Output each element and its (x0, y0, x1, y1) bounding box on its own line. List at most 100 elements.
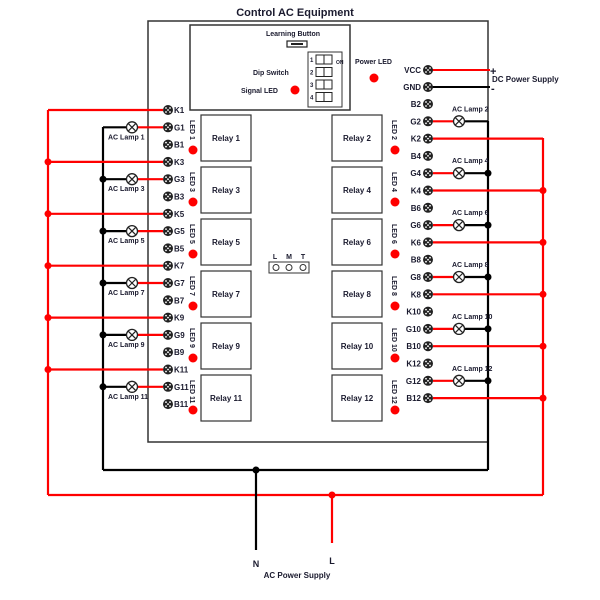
dip-on-label: ON (336, 60, 344, 66)
junction-dot (44, 158, 52, 166)
k7-terminal-icon[interactable] (163, 260, 173, 271)
relay-label: Relay 8 (343, 290, 372, 299)
lamp-label: AC Lamp 11 (108, 394, 148, 401)
led-label: LED 11 (188, 380, 195, 403)
ac-lamp-icon (452, 115, 466, 128)
g12-terminal-icon[interactable] (423, 375, 433, 386)
led-label: LED 4 (390, 172, 397, 192)
relay-led (390, 197, 400, 207)
junction-dot (252, 466, 260, 474)
k6-terminal-icon[interactable] (423, 237, 433, 248)
lmt-jumper[interactable] (268, 261, 310, 274)
learning-button-label: Learning Button (266, 31, 320, 38)
b1-terminal-icon[interactable] (163, 139, 173, 150)
dc-minus: - (491, 83, 495, 95)
g4-terminal-icon[interactable] (423, 168, 433, 179)
lmt-m-label: M (286, 254, 292, 261)
b11-terminal-icon[interactable] (163, 399, 173, 410)
terminal-label-g1: G1 (174, 123, 185, 132)
dip-number: 3 (310, 83, 314, 89)
junction-dot (44, 210, 52, 218)
relay-label: Relay 12 (341, 394, 374, 403)
b5-terminal-icon[interactable] (163, 243, 173, 254)
relay-led (188, 145, 198, 155)
k2-terminal-icon[interactable] (423, 133, 433, 144)
b7-terminal-icon[interactable] (163, 295, 173, 306)
ac-lamp-icon (125, 173, 139, 186)
power-led (369, 73, 379, 83)
ac-lamp-icon (452, 218, 466, 232)
junction-dot (99, 175, 107, 183)
b10-terminal-icon[interactable] (423, 341, 433, 352)
led-label: LED 6 (390, 224, 397, 244)
junction-dot (484, 221, 492, 229)
dc-power-wiring (430, 69, 490, 88)
diagram-title: Control AC Equipment (236, 7, 354, 19)
relay-6: Relay 6 LED 6 (331, 218, 400, 266)
g10-terminal-icon[interactable] (423, 323, 433, 334)
junction-dot (44, 314, 52, 322)
terminal-label-k9: K9 (174, 314, 185, 323)
k5-terminal-icon[interactable] (163, 208, 173, 219)
terminal-label-k2: K2 (411, 135, 422, 144)
k3-terminal-icon[interactable] (163, 156, 173, 167)
k12-terminal-icon[interactable] (423, 358, 433, 369)
learning-button[interactable] (286, 40, 308, 48)
g6-terminal-icon[interactable] (423, 220, 433, 231)
b12-terminal-icon[interactable] (423, 393, 433, 404)
junction-dot (328, 491, 336, 499)
k4-terminal-icon[interactable] (423, 185, 433, 196)
b6-terminal-icon[interactable] (423, 202, 433, 213)
terminal-label-g5: G5 (174, 227, 185, 236)
relay-label: Relay 9 (212, 342, 241, 351)
lamp-label: AC Lamp 4 (452, 158, 489, 165)
g7-terminal-icon[interactable] (163, 278, 173, 288)
terminal-label-b5: B5 (174, 244, 185, 253)
k10-terminal-icon[interactable] (423, 306, 433, 317)
terminal-label-g7: G7 (174, 279, 185, 288)
relay-led (188, 301, 198, 311)
ac-lamp-icon (452, 167, 466, 180)
g11-terminal-icon[interactable] (163, 381, 173, 392)
k9-terminal-icon[interactable] (163, 312, 173, 323)
led-label: LED 5 (188, 224, 195, 244)
relay-label: Relay 7 (212, 290, 241, 299)
b4-terminal-icon[interactable] (423, 150, 433, 161)
g2-terminal-icon[interactable] (423, 116, 433, 127)
junction-dot (539, 187, 547, 194)
ac-lamp-icon (125, 224, 139, 238)
g3-terminal-icon[interactable] (163, 174, 173, 185)
g5-terminal-icon[interactable] (163, 226, 173, 237)
dc-power-supply-label: DC Power Supply (492, 75, 559, 84)
terminal-label-b11: B11 (174, 400, 189, 409)
vcc-terminal-icon[interactable] (423, 65, 433, 75)
terminal-label-k6: K6 (411, 238, 422, 247)
led-label: LED 9 (188, 328, 195, 348)
g9-terminal-icon[interactable] (163, 329, 173, 340)
relay-led (390, 301, 400, 311)
g1-terminal-icon[interactable] (163, 122, 173, 133)
b8-terminal-icon[interactable] (423, 254, 433, 265)
k1-terminal-icon[interactable] (163, 105, 173, 115)
junction-dot (484, 325, 492, 333)
b9-terminal-icon[interactable] (163, 347, 173, 358)
gnd-terminal-icon[interactable] (423, 82, 433, 92)
relay-led (188, 405, 198, 415)
b3-terminal-icon[interactable] (163, 191, 173, 202)
k8-terminal-icon[interactable] (423, 289, 433, 300)
relay-label: Relay 6 (343, 238, 372, 247)
junction-dot (484, 273, 492, 281)
terminal-label-b4: B4 (411, 152, 422, 161)
k11-terminal-icon[interactable] (163, 364, 173, 375)
b2-terminal-icon[interactable] (423, 99, 433, 109)
signal-led-label: Signal LED (241, 88, 278, 95)
terminal-label-g6: G6 (410, 221, 421, 230)
ac-lamp-icon (125, 328, 139, 342)
g8-terminal-icon[interactable] (423, 272, 433, 282)
junction-dot (484, 377, 492, 385)
dip-number: 2 (310, 71, 314, 77)
dip-number: 1 (310, 58, 314, 64)
dip-switch-frame (307, 51, 343, 108)
lamp-label: AC Lamp 3 (108, 186, 145, 193)
